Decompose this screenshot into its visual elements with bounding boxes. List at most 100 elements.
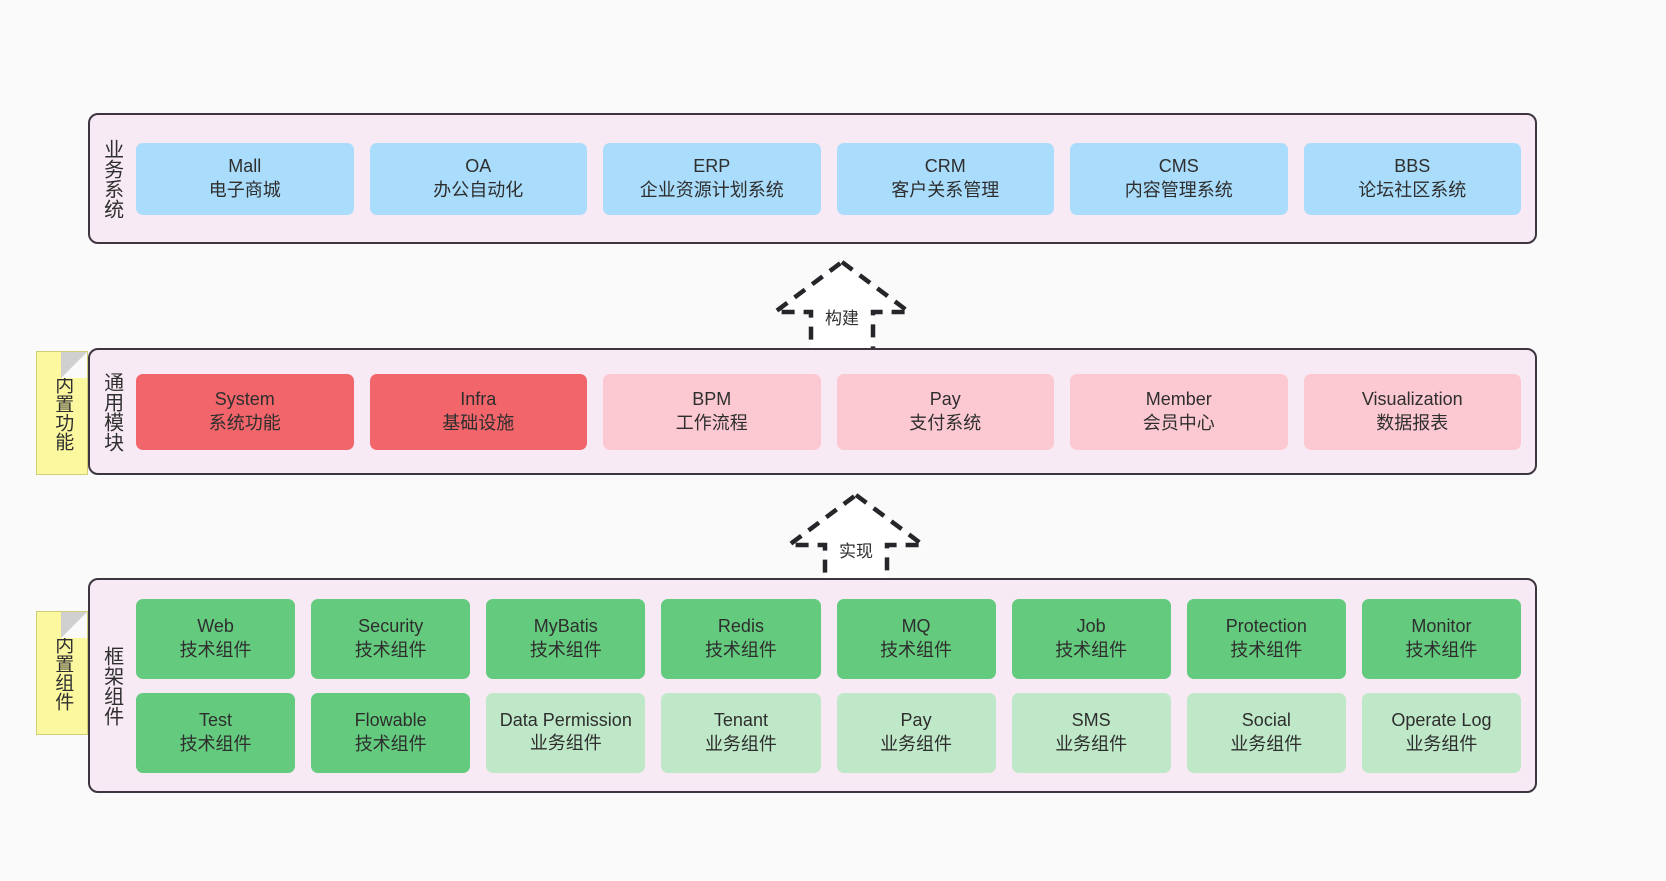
card-oa[interactable]: OA 办公自动化 [369, 142, 587, 215]
card-test[interactable]: Test 技术组件 [136, 692, 296, 773]
card-pay-component[interactable]: Pay 业务组件 [836, 692, 996, 773]
note-builtin-components-label: 内置组件 [52, 635, 74, 711]
card-bbs[interactable]: BBS 论坛社区系统 [1303, 142, 1521, 215]
card-system-subtitle: 系统功能 [208, 412, 281, 433]
card-mall-title: Mall [228, 156, 262, 177]
card-sms[interactable]: SMS 业务组件 [1011, 692, 1171, 773]
card-redis[interactable]: Redis 技术组件 [661, 598, 821, 679]
note-builtin-components: 内置组件 [36, 611, 88, 735]
card-monitor-title: Monitor [1411, 616, 1472, 637]
card-erp-subtitle: 企业资源计划系统 [639, 179, 784, 200]
layer-body-business-systems: Mall 电子商城 OA 办公自动化 ERP 企业资源计划系统 CRM 客户关系… [132, 115, 1535, 242]
card-operate-log[interactable]: Operate Log 业务组件 [1361, 692, 1521, 773]
layer-title-business-systems: 业务系统 [100, 138, 123, 219]
card-system-title: System [214, 389, 275, 410]
card-protection[interactable]: Protection 技术组件 [1186, 598, 1346, 679]
card-member-subtitle: 会员中心 [1142, 412, 1215, 433]
card-tenant-subtitle: 业务组件 [704, 733, 777, 754]
framework-business-row: Test 技术组件 Flowable 技术组件 Data Permission … [136, 692, 1521, 773]
card-monitor[interactable]: Monitor 技术组件 [1361, 598, 1521, 679]
card-mybatis-subtitle: 技术组件 [529, 639, 602, 660]
card-pay-component-title: Pay [900, 710, 932, 731]
card-tenant[interactable]: Tenant 业务组件 [661, 692, 821, 773]
framework-tech-row: Web 技术组件 Security 技术组件 MyBatis 技术组件 Redi… [136, 598, 1521, 679]
card-sms-subtitle: 业务组件 [1055, 733, 1128, 754]
card-crm-title: CRM [924, 156, 966, 177]
card-data-permission[interactable]: Data Permission 业务组件 [486, 692, 646, 773]
layer-business-systems: 业务系统 Mall 电子商城 OA 办公自动化 ERP 企业资源计划系统 CRM… [88, 113, 1537, 244]
card-mq[interactable]: MQ 技术组件 [836, 598, 996, 679]
layer-title-framework-components: 框架组件 [100, 645, 123, 726]
card-mybatis-title: MyBatis [533, 616, 598, 637]
card-test-subtitle: 技术组件 [179, 733, 252, 754]
common-modules-row: System 系统功能 Infra 基础设施 BPM 工作流程 Pay 支付系统… [136, 373, 1521, 450]
card-infra[interactable]: Infra 基础设施 [369, 373, 587, 450]
note-builtin-features-label: 内置功能 [52, 375, 74, 451]
layer-body-framework-components: Web 技术组件 Security 技术组件 MyBatis 技术组件 Redi… [132, 580, 1535, 791]
card-security-subtitle: 技术组件 [354, 639, 427, 660]
card-bpm-title: BPM [692, 389, 732, 410]
card-pay-module-title: Pay [929, 389, 961, 410]
layer-body-common-modules: System 系统功能 Infra 基础设施 BPM 工作流程 Pay 支付系统… [132, 350, 1535, 473]
card-mall-subtitle: 电子商城 [208, 179, 281, 200]
layer-common-modules: 通用模块 System 系统功能 Infra 基础设施 BPM 工作流程 Pay… [88, 348, 1537, 475]
card-web-subtitle: 技术组件 [179, 639, 252, 660]
card-redis-subtitle: 技术组件 [704, 639, 777, 660]
card-protection-subtitle: 技术组件 [1230, 639, 1303, 660]
card-bpm-subtitle: 工作流程 [675, 412, 748, 433]
card-crm-subtitle: 客户关系管理 [891, 179, 1000, 200]
card-mall[interactable]: Mall 电子商城 [136, 142, 354, 215]
card-operate-log-title: Operate Log [1391, 710, 1492, 731]
card-member[interactable]: Member 会员中心 [1070, 373, 1288, 450]
card-bbs-subtitle: 论坛社区系统 [1358, 179, 1467, 200]
card-pay-module-subtitle: 支付系统 [909, 412, 982, 433]
card-system[interactable]: System 系统功能 [136, 373, 354, 450]
card-cms-subtitle: 内容管理系统 [1124, 179, 1233, 200]
card-infra-subtitle: 基础设施 [442, 412, 515, 433]
card-job-subtitle: 技术组件 [1055, 639, 1128, 660]
card-flowable[interactable]: Flowable 技术组件 [311, 692, 471, 773]
card-oa-subtitle: 办公自动化 [433, 179, 524, 200]
layer-framework-components: 框架组件 Web 技术组件 Security 技术组件 MyBatis 技术组件… [88, 578, 1537, 793]
card-member-title: Member [1145, 389, 1212, 410]
card-cms[interactable]: CMS 内容管理系统 [1070, 142, 1288, 215]
card-monitor-subtitle: 技术组件 [1405, 639, 1478, 660]
card-tenant-title: Tenant [713, 710, 768, 731]
card-social-title: Social [1241, 710, 1291, 731]
card-sms-title: SMS [1071, 710, 1111, 731]
card-visualization-subtitle: 数据报表 [1376, 412, 1449, 433]
card-flowable-title: Flowable [354, 710, 427, 731]
card-crm[interactable]: CRM 客户关系管理 [836, 142, 1054, 215]
card-visualization-title: Visualization [1361, 389, 1463, 410]
card-social[interactable]: Social 业务组件 [1186, 692, 1346, 773]
card-operate-log-subtitle: 业务组件 [1405, 733, 1478, 754]
card-security[interactable]: Security 技术组件 [311, 598, 471, 679]
card-visualization[interactable]: Visualization 数据报表 [1303, 373, 1521, 450]
card-erp-title: ERP [693, 156, 731, 177]
card-job[interactable]: Job 技术组件 [1011, 598, 1171, 679]
business-systems-row: Mall 电子商城 OA 办公自动化 ERP 企业资源计划系统 CRM 客户关系… [136, 142, 1521, 215]
card-cms-title: CMS [1158, 156, 1199, 177]
card-flowable-subtitle: 技术组件 [354, 733, 427, 754]
card-protection-title: Protection [1225, 616, 1307, 637]
card-security-title: Security [358, 616, 424, 637]
card-job-title: Job [1076, 616, 1106, 637]
card-pay-module[interactable]: Pay 支付系统 [836, 373, 1054, 450]
card-erp[interactable]: ERP 企业资源计划系统 [603, 142, 821, 215]
card-bpm[interactable]: BPM 工作流程 [603, 373, 821, 450]
card-web[interactable]: Web 技术组件 [136, 598, 296, 679]
card-web-title: Web [197, 616, 234, 637]
card-data-permission-subtitle: 业务组件 [529, 732, 602, 753]
note-builtin-features: 内置功能 [36, 351, 88, 475]
card-mybatis[interactable]: MyBatis 技术组件 [486, 598, 646, 679]
card-infra-title: Infra [460, 389, 497, 410]
card-test-title: Test [199, 710, 233, 731]
card-data-permission-title: Data Permission [499, 709, 632, 730]
card-mq-subtitle: 技术组件 [880, 639, 953, 660]
card-social-subtitle: 业务组件 [1230, 733, 1303, 754]
card-bbs-title: BBS [1394, 156, 1431, 177]
card-mq-title: MQ [901, 616, 931, 637]
card-redis-title: Redis [717, 616, 764, 637]
layer-title-common-modules: 通用模块 [100, 371, 123, 452]
